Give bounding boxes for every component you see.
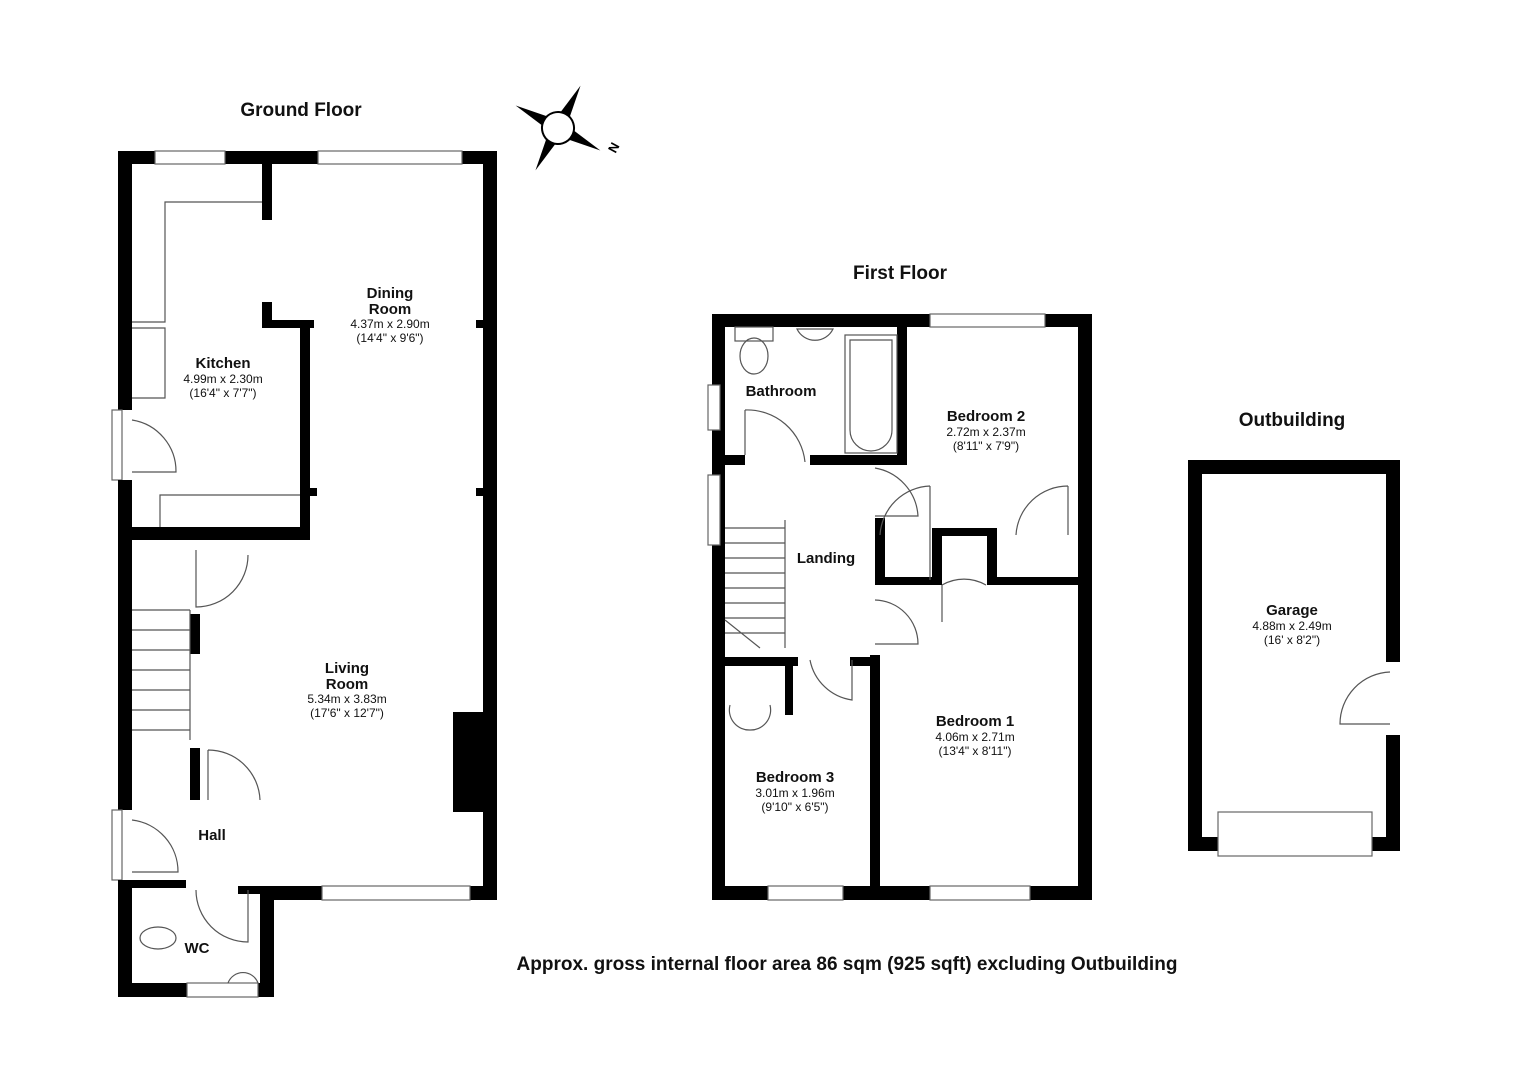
hall-label: Hall bbox=[198, 827, 226, 844]
bedroom-2-label: Bedroom 2 bbox=[947, 408, 1025, 425]
kitchen-imperial: (16'4" x 7'7") bbox=[189, 386, 256, 400]
bedroom-1-label: Bedroom 1 bbox=[936, 713, 1014, 730]
window bbox=[317, 150, 463, 165]
bedroom-3-imperial: (9'10" x 6'5") bbox=[761, 800, 828, 814]
bedroom-3-metric: 3.01m x 1.96m bbox=[755, 786, 834, 800]
outbuilding-plan bbox=[1188, 460, 1400, 857]
dining-room-metric: 4.37m x 2.90m bbox=[350, 317, 429, 331]
bedroom-1-metric: 4.06m x 2.71m bbox=[935, 730, 1014, 744]
compass-icon bbox=[515, 85, 601, 171]
window bbox=[186, 982, 259, 998]
dining-room-imperial: (14'4" x 9'6") bbox=[356, 331, 423, 345]
dining-room-label-1: Dining bbox=[367, 285, 414, 302]
wc-label: WC bbox=[185, 940, 210, 957]
bathroom-label: Bathroom bbox=[746, 383, 817, 400]
garage-door bbox=[1217, 811, 1373, 857]
chimney-breast bbox=[453, 712, 483, 812]
living-room-label-2: Room bbox=[326, 676, 369, 693]
window bbox=[707, 384, 721, 431]
bedroom-1-imperial: (13'4" x 8'11") bbox=[939, 744, 1012, 758]
ground-floor-title: Ground Floor bbox=[240, 100, 362, 121]
dining-room-label-2: Room bbox=[369, 301, 412, 318]
compass-north-label: N bbox=[605, 140, 623, 155]
door-frame bbox=[111, 409, 123, 481]
ground-floor-plan bbox=[111, 150, 497, 998]
bedroom-2-metric: 2.72m x 2.37m bbox=[946, 425, 1025, 439]
garage-label: Garage bbox=[1266, 602, 1318, 619]
kitchen-label: Kitchen bbox=[195, 355, 250, 372]
bedroom-3-label: Bedroom 3 bbox=[756, 769, 834, 786]
landing-label: Landing bbox=[797, 550, 855, 567]
outbuilding-title: Outbuilding bbox=[1239, 410, 1346, 431]
living-room-imperial: (17'6" x 12'7") bbox=[310, 706, 384, 720]
bedroom-2-imperial: (8'11" x 7'9") bbox=[953, 439, 1019, 453]
floor-area-footer: Approx. gross internal floor area 86 sqm… bbox=[517, 954, 1178, 975]
window bbox=[929, 313, 1046, 328]
window bbox=[929, 885, 1031, 901]
living-room-label-1: Living bbox=[325, 660, 369, 677]
first-floor-plan bbox=[707, 313, 1092, 901]
garage-metric: 4.88m x 2.49m bbox=[1252, 619, 1331, 633]
garage-imperial: (16' x 8'2") bbox=[1264, 633, 1320, 647]
window bbox=[767, 885, 844, 901]
window bbox=[321, 885, 471, 901]
door-frame bbox=[111, 809, 123, 881]
living-room-metric: 5.34m x 3.83m bbox=[307, 692, 386, 706]
window bbox=[154, 150, 226, 165]
window bbox=[707, 474, 721, 546]
kitchen-metric: 4.99m x 2.30m bbox=[183, 372, 262, 386]
first-floor-title: First Floor bbox=[853, 263, 948, 284]
